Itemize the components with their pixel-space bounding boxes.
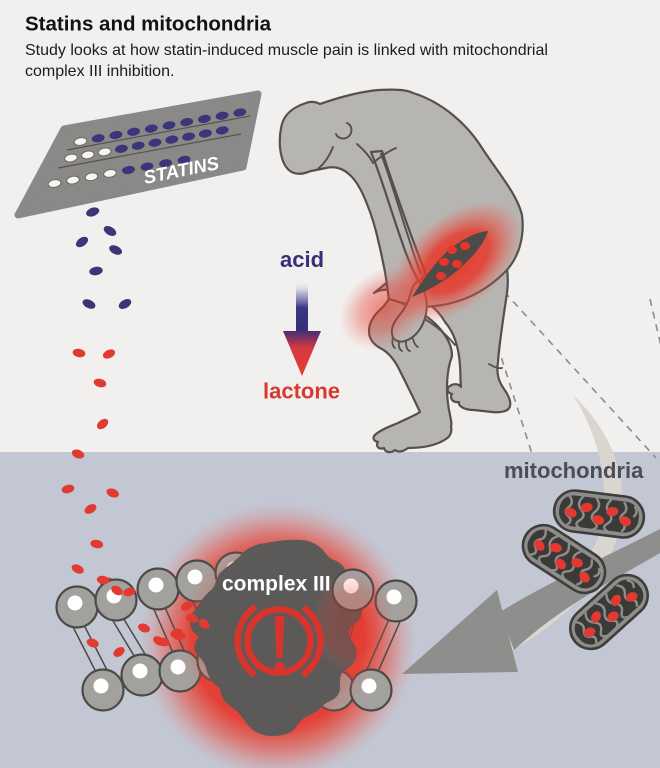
svg-text:acid: acid xyxy=(280,247,324,272)
svg-text:lactone: lactone xyxy=(263,379,340,404)
svg-text:mitochondria: mitochondria xyxy=(504,458,644,483)
svg-text:Study looks at how statin-indu: Study looks at how statin-induced muscle… xyxy=(25,42,548,59)
svg-text:complex III inhibition.: complex III inhibition. xyxy=(25,63,174,80)
svg-text:complex III: complex III xyxy=(222,573,331,596)
svg-text:Statins and mitochondria: Statins and mitochondria xyxy=(25,13,272,36)
